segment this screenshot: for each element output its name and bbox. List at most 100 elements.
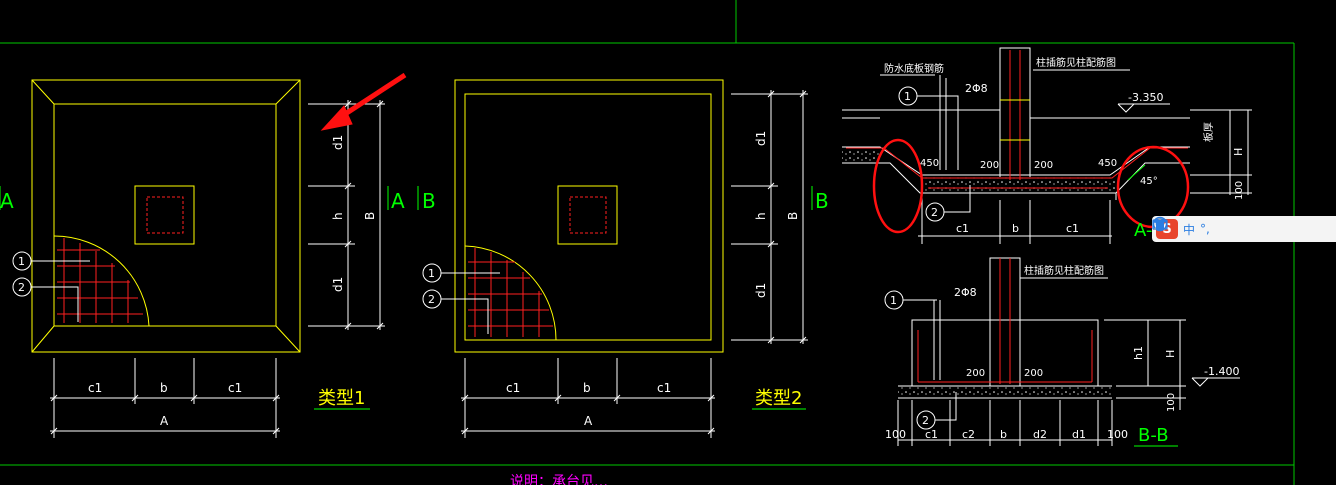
plan1-column-rebar [146,196,184,234]
secB-callout-2: 2 [922,414,929,427]
plan1-section-left: A [0,189,14,213]
secA-dim-c1-left: c1 [956,222,969,235]
secA-callout-2: 2 [931,206,938,219]
shirt-icon[interactable] [1153,218,1315,237]
secB-dim-100: 100 [1166,393,1177,412]
secA-dim-450-right: 450 [1098,158,1117,169]
secB-dim-h1: h1 [1132,346,1145,360]
plan2-dim-B: B [786,212,800,220]
plan1-callout-1: 1 [18,255,25,268]
secB-dim-d1: d1 [1072,428,1086,441]
secA-elevation: -3.350 [1128,91,1163,104]
secB-dim-200-right: 200 [1024,368,1043,379]
plan1-dims-bottom [50,358,280,438]
secA-dim-100: 100 [1234,181,1245,200]
secB-label: B-B [1138,425,1169,446]
secA-dim-H: H [1232,148,1245,156]
plan1-section-right: A [391,189,405,213]
plan1-dim-B: B [363,212,377,220]
plan1-dim-d1-top: d1 [331,135,345,150]
mic-icon[interactable] [1155,218,1252,237]
plan1-dim-b: b [160,381,168,395]
secA-dim-200-right: 200 [1034,160,1053,171]
secA-angle: 45° [1140,176,1158,187]
ime-lang-toggle[interactable]: 中 [1183,222,1196,237]
plan2-rebar-mesh [468,248,553,337]
plan1-type-label: 类型1 [318,388,365,409]
annotation-arrow [320,72,407,131]
user-icon[interactable] [1153,218,1294,237]
secB-dim-d2: d2 [1033,428,1047,441]
secA-dim-450-left: 450 [920,158,939,169]
keyboard-icon[interactable] [1152,219,1273,237]
plan2-dims-bottom [461,358,715,438]
drawing-frame [0,0,1295,485]
plan2-dim-A: A [584,414,593,428]
secA-title-right: 柱插筋见柱配筋图 [1036,56,1116,69]
section-aa-callouts [898,86,971,222]
plan1-dim-A: A [160,414,169,428]
smile-icon[interactable] [1152,216,1231,237]
plan2-column-rebar [569,196,607,234]
plan1-rebar-mesh [57,238,143,323]
secB-callout-1: 1 [890,294,897,307]
ime-toolbar[interactable]: S 中 °, [1152,216,1336,242]
plan1-callouts [12,251,90,322]
plan2-callout-2: 2 [428,293,435,306]
plan1-dim-c1-right: c1 [228,381,242,395]
highlight-left-ellipse [872,138,924,234]
secB-rebar: 2Φ8 [954,286,977,299]
secB-title: 柱插筋见柱配筋图 [1024,264,1104,277]
secB-elevation: -1.400 [1204,365,1239,378]
plan2-dim-b: b [583,381,591,395]
plan2-section-right: B [815,189,829,213]
plan2-column-outline [557,185,618,245]
secA-dim-c1-right: c1 [1066,222,1079,235]
plan2-section-ticks [417,186,813,210]
plan2-callouts [422,263,500,334]
secA-dim-200-left: 200 [980,160,999,171]
plan1-section-ticks [0,186,389,210]
plan1-dim-h: h [331,212,345,220]
plan1-footing [0,79,389,438]
plan1-dim-d1-bottom: d1 [331,277,345,292]
plan2-footing [417,79,813,438]
bottom-note: 说明：承台见… [510,474,608,485]
secA-dim-b: b [1012,222,1019,235]
plan2-type-label: 类型2 [755,388,802,409]
plan2-dim-h: h [754,212,768,220]
plan1-dims-right [308,100,385,330]
plan2-dim-c1-right: c1 [657,381,671,395]
section-bb [884,257,1240,447]
plan2-dim-c1-left: c1 [506,381,520,395]
section-bb-callouts [884,290,957,430]
plan1-dim-c1-left: c1 [88,381,102,395]
highlight-right-ellipse [1116,145,1190,229]
plan2-dim-d1-bottom: d1 [754,283,768,298]
plan1-column-outline [134,185,195,245]
plan2-section-left: B [422,189,436,213]
plan2-dims-right [731,90,808,344]
plan2-dim-d1-top: d1 [754,131,768,146]
plan1-callout-2: 2 [18,281,25,294]
secA-rebar: 2Φ8 [965,82,988,95]
plan2-rebar-arc [464,245,557,341]
secB-dim-100-right: 100 [1107,428,1128,441]
section-bb-dims [897,319,1186,446]
secA-callout-1: 1 [904,90,911,103]
secA-thickness: 板厚 [1202,122,1215,142]
secB-dim-100-left: 100 [885,428,906,441]
section-aa [842,47,1252,244]
plan1-rebar-arc [53,235,150,327]
secA-title-left: 防水底板钢筋 [884,62,944,75]
secB-dim-H: H [1164,350,1177,358]
secB-dim-b: b [1000,428,1007,441]
ime-punct-toggle[interactable]: °, [1200,222,1210,236]
section-aa-dims [918,109,1252,244]
secB-dim-c1: c1 [925,428,938,441]
secB-dim-c2: c2 [962,428,975,441]
plan2-callout-1: 1 [428,267,435,280]
secB-dim-200-left: 200 [966,368,985,379]
